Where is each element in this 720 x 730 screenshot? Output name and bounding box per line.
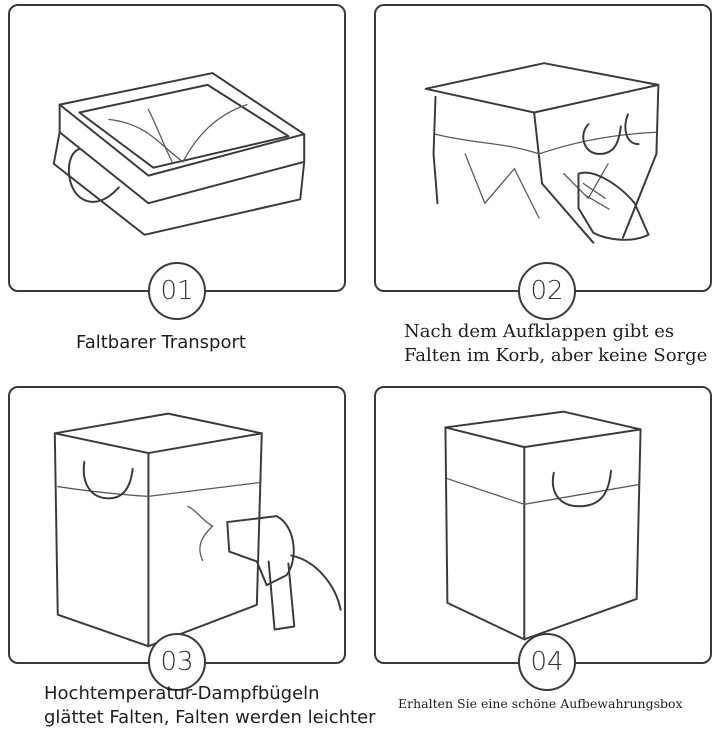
step-4-caption-line: Erhalten Sie eine schöne Aufbewahrungsbo… [398, 696, 683, 711]
step-1-panel [8, 4, 346, 292]
step-3-number: 03 [148, 633, 206, 691]
folded-basket-illustration [52, 72, 306, 236]
step-3-panel [8, 386, 346, 664]
step-3-caption: Hochtemperatur-Dampfbügeln glättet Falte… [44, 682, 376, 730]
step-4-caption: Erhalten Sie eine schöne Aufbewahrungsbo… [398, 696, 683, 712]
step-3-caption-line-1: Hochtemperatur-Dampfbügeln [44, 683, 320, 704]
step-2-caption-line-2: Falten im Korb, aber keine Sorge [404, 345, 708, 366]
step-1-number: 01 [148, 262, 206, 320]
step-3-caption-line-2: glättet Falten, Falten werden leichter [44, 707, 376, 728]
finished-storage-box-illustration [444, 410, 642, 641]
step-2-number: 02 [518, 262, 576, 320]
step-1-caption-line: Faltbarer Transport [76, 332, 246, 353]
unfolded-wrinkled-basket-illustration [424, 62, 660, 244]
steam-ironing-basket-illustration [53, 412, 342, 648]
step-4-panel [374, 386, 712, 664]
step-4-number: 04 [518, 633, 576, 691]
step-1-caption: Faltbarer Transport [76, 331, 246, 355]
step-2-panel [374, 4, 712, 292]
step-2-caption-line-1: Nach dem Aufklappen gibt es [404, 321, 675, 342]
step-2-caption: Nach dem Aufklappen gibt es Falten im Ko… [404, 320, 707, 368]
